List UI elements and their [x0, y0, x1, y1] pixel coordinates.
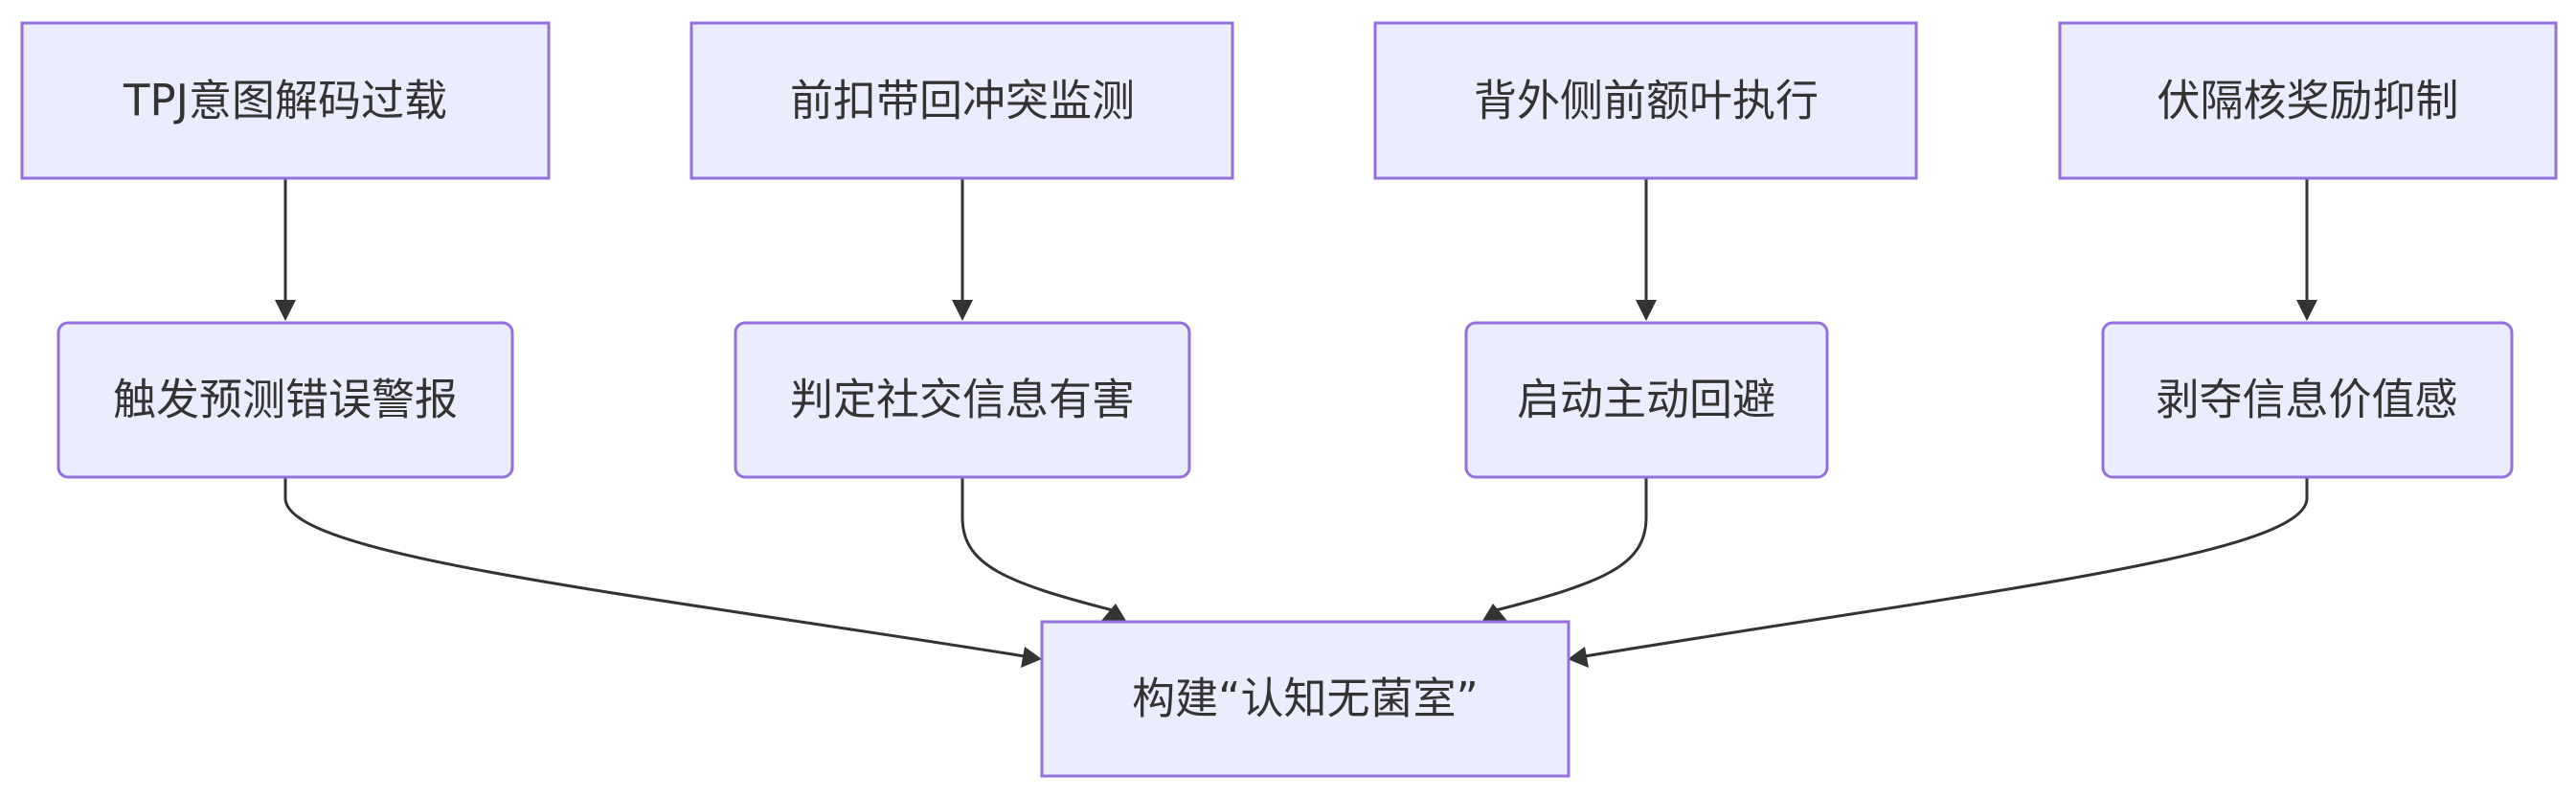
- node-dlpfc-label: 背外侧前额叶执行: [1474, 76, 1819, 126]
- node-dlpfc: 背外侧前额叶执行: [1373, 21, 1918, 180]
- node-devalue-label: 剥夺信息价值感: [2156, 375, 2457, 425]
- edge-avoid-to-cleanroom-arrowhead: [1482, 604, 1507, 621]
- node-tpj-label: TPJ意图解码过载: [123, 76, 447, 126]
- node-alarm: 触发预测错误警报: [56, 321, 514, 479]
- edge-dlpfc-to-avoid-arrowhead: [1636, 300, 1657, 321]
- node-nacc: 伏隔核奖励抑制: [2058, 21, 2558, 180]
- edges: [275, 178, 2317, 668]
- node-alarm-box: [56, 321, 514, 479]
- edge-avoid-to-cleanroom: [1495, 477, 1648, 612]
- edge-alarm-to-cleanroom: [283, 477, 1026, 658]
- node-tpj-box: [20, 21, 551, 180]
- node-devalue-box: [2101, 321, 2514, 479]
- nodes: TPJ意图解码过载 前扣带回冲突监测 背外侧前额叶执行 伏隔核奖励抑制 触发预测…: [20, 21, 2558, 778]
- node-harmful: 判定社交信息有害: [734, 321, 1191, 479]
- node-cleanroom-box: [1040, 620, 1570, 778]
- node-acc-box: [689, 21, 1234, 180]
- node-dlpfc-box: [1373, 21, 1918, 180]
- node-tpj: TPJ意图解码过载: [20, 21, 551, 180]
- node-cleanroom-label: 构建“认知无菌室”: [1132, 673, 1479, 724]
- edge-harmful-to-cleanroom: [960, 477, 1114, 612]
- edge-tpj-to-alarm-arrowhead: [275, 300, 296, 321]
- edge-devalue-to-cleanroom: [1584, 477, 2309, 658]
- node-avoid-box: [1464, 321, 1829, 479]
- node-avoid-label: 启动主动回避: [1517, 375, 1775, 425]
- node-nacc-label: 伏隔核奖励抑制: [2157, 76, 2458, 126]
- node-harmful-box: [734, 321, 1191, 479]
- node-devalue: 剥夺信息价值感: [2101, 321, 2514, 479]
- node-harmful-label: 判定社交信息有害: [790, 375, 1135, 425]
- node-acc: 前扣带回冲突监测: [689, 21, 1234, 180]
- edge-nacc-to-devalue-arrowhead: [2296, 300, 2317, 321]
- node-avoid: 启动主动回避: [1464, 321, 1829, 479]
- node-alarm-label: 触发预测错误警报: [113, 375, 458, 425]
- edge-harmful-to-cleanroom-arrowhead: [1101, 604, 1126, 621]
- node-acc-label: 前扣带回冲突监测: [790, 76, 1135, 126]
- edge-acc-to-harmful-arrowhead: [952, 300, 973, 321]
- node-cleanroom: 构建“认知无菌室”: [1040, 620, 1570, 778]
- node-nacc-box: [2058, 21, 2558, 180]
- edge-devalue-to-cleanroom-arrowhead: [1568, 647, 1589, 668]
- edge-alarm-to-cleanroom-arrowhead: [1021, 647, 1042, 668]
